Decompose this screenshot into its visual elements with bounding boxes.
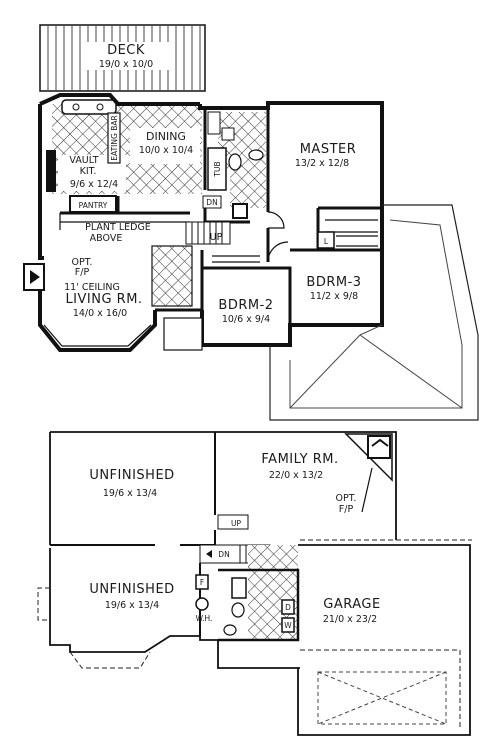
master-dims: 13/2 x 12/8 xyxy=(295,158,349,169)
upper-exterior-wall-north xyxy=(39,93,200,106)
lower-exterior-walls xyxy=(49,431,397,669)
linen-box-icon xyxy=(232,203,248,219)
linen-closet xyxy=(207,111,221,135)
upper-toilet-icon xyxy=(228,153,242,171)
upper-exterior-wall-northeast xyxy=(198,101,384,208)
living-ceiling-label: 11' CEILING xyxy=(64,282,120,293)
unfinished-bottom-label: UNFINISHED xyxy=(89,582,174,597)
garage-footing-dash xyxy=(300,649,461,730)
range-icon xyxy=(46,150,56,192)
lower-up-box xyxy=(217,514,249,530)
water-heater-icon xyxy=(195,597,209,611)
family-room-label: FAMILY RM. xyxy=(261,452,338,467)
master-closet-rods xyxy=(325,219,378,233)
deck xyxy=(39,24,206,92)
lower-fireplace-icon xyxy=(344,433,393,482)
furnace-label: F xyxy=(200,578,204,587)
upper-sink-icon xyxy=(248,149,264,161)
bdrm2-closet xyxy=(212,255,260,263)
unfinished-bottom-dims: 19/6 x 13/4 xyxy=(105,600,159,611)
master-label: MASTER xyxy=(300,142,357,157)
living-room-label: LIVING RM. xyxy=(65,292,142,307)
unfinished-top-label: UNFINISHED xyxy=(89,468,174,483)
master-toilet-icon xyxy=(221,127,235,141)
kitchen-sink-counter xyxy=(61,99,117,115)
unfinished-top-dims: 19/6 x 13/4 xyxy=(103,488,157,499)
bdrm3-label: BDRM-3 xyxy=(306,275,361,290)
upper-dn-box xyxy=(202,195,222,209)
plant-ledge-label: PLANT LEDGE xyxy=(85,222,151,233)
laundry-chute xyxy=(317,231,335,249)
furnace-icon xyxy=(195,574,209,590)
bdrm3-door-swing xyxy=(267,241,289,263)
upper-stairs xyxy=(185,221,231,245)
garage-walls xyxy=(297,544,471,736)
dining-label: DINING xyxy=(146,130,186,143)
lower-up-label: UP xyxy=(231,519,241,528)
kitchen-south-wall xyxy=(60,196,190,215)
water-heater-label: W.H. xyxy=(196,614,213,623)
pantry-label: PANTRY xyxy=(79,201,108,210)
eating-bar-counter xyxy=(107,112,121,164)
eating-bar-label: EATING BAR xyxy=(110,115,119,160)
washer-label: W xyxy=(284,621,292,630)
bdrm2-dims: 10/6 x 9/4 xyxy=(222,314,270,325)
bdrm3-dims: 11/2 x 9/8 xyxy=(310,291,358,302)
master-door-swing xyxy=(267,211,285,229)
lower-toilet-icon xyxy=(231,602,245,618)
kitchen-label: KIT. xyxy=(80,166,97,177)
upper-stairs-up-label: UP xyxy=(210,232,223,243)
fireplace-pointer xyxy=(361,467,373,513)
lower-fireplace-opt: OPT. xyxy=(336,493,357,504)
bathtub-icon xyxy=(207,147,227,191)
dryer-label: D xyxy=(285,603,291,612)
bath-tile-floor-2 xyxy=(230,172,266,208)
deck-label: DECK xyxy=(107,43,145,58)
bdrm3-closet-rods xyxy=(336,235,378,247)
garage-label: GARAGE xyxy=(323,597,380,612)
entry-stoop xyxy=(163,317,203,351)
bdrm2-label: BDRM-2 xyxy=(218,298,273,313)
upper-fireplace-opt: OPT. xyxy=(72,257,93,268)
tub-label: TUB xyxy=(213,161,222,177)
garage-door xyxy=(317,671,447,725)
garage-roof-outline xyxy=(269,204,479,421)
upper-fireplace-fp: F/P xyxy=(75,267,90,278)
lower-shower-icon xyxy=(231,577,247,599)
lower-window-well xyxy=(37,587,50,621)
plant-ledge-above: ABOVE xyxy=(90,233,123,244)
living-room-dims: 14/0 x 16/0 xyxy=(73,308,127,319)
bdrm2-walls xyxy=(200,250,292,325)
lower-fireplace-fp: F/P xyxy=(339,504,354,515)
laundry-label: L xyxy=(324,237,329,246)
garage-dims: 21/0 x 23/2 xyxy=(323,614,377,625)
family-room-dims: 22/0 x 13/2 xyxy=(269,470,323,481)
vault-label: VAULT xyxy=(69,155,98,166)
deck-dims: 19/0 x 10/0 xyxy=(99,59,153,70)
upper-stair-landing xyxy=(151,245,193,307)
lower-sink-icon xyxy=(223,624,237,636)
lower-dn-label: DN xyxy=(218,550,229,559)
lower-bay-foundation xyxy=(69,651,151,669)
dining-dims: 10/0 x 10/4 xyxy=(139,145,193,156)
dryer-icon xyxy=(281,599,295,615)
upper-dn-label: DN xyxy=(206,198,217,207)
washer-icon xyxy=(281,617,295,633)
plant-ledge-line xyxy=(59,213,190,230)
upper-exterior-wall-west xyxy=(38,104,157,352)
living-bay-window xyxy=(43,324,152,347)
lower-bath-walls xyxy=(218,568,300,642)
kitchen-dims: 9/6 x 12/4 xyxy=(70,179,118,190)
